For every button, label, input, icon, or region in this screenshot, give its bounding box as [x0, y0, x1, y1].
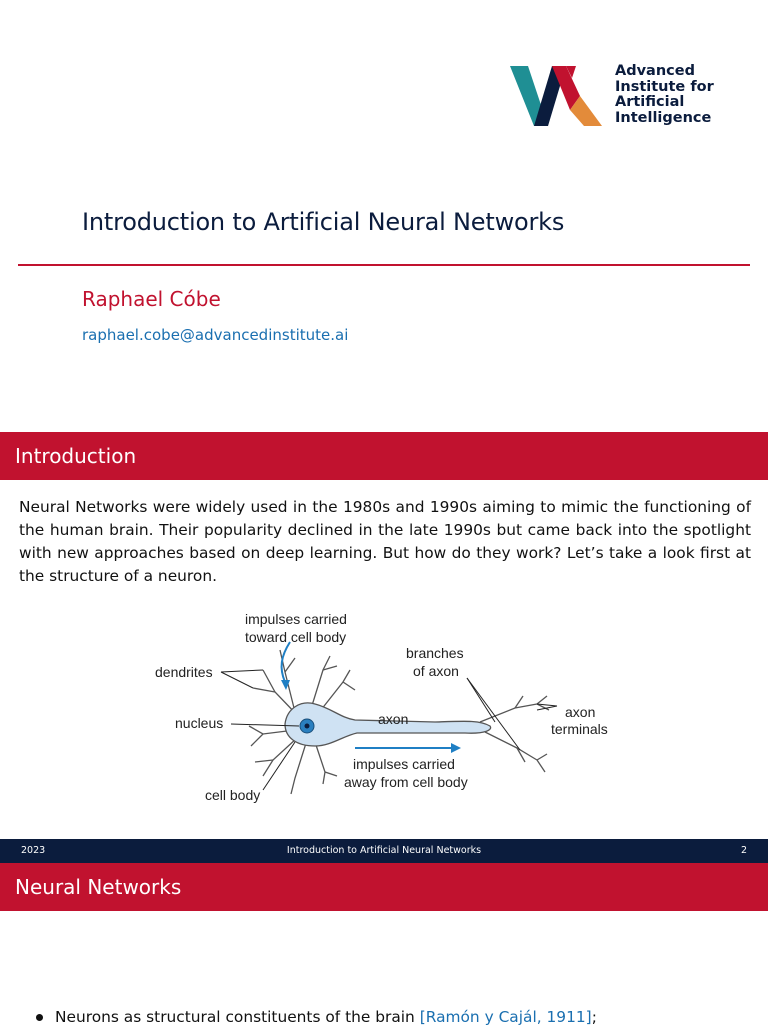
label-branches-axon: branches	[406, 645, 464, 661]
intro-paragraph: Neural Networks were widely used in the …	[19, 498, 751, 585]
footer-year: 2023	[21, 845, 46, 856]
logo-mark-icon	[510, 66, 602, 126]
label-cell-body: cell body	[205, 787, 260, 803]
logo-wordmark: Advanced Institute for Artificial Intell…	[615, 63, 714, 127]
institute-logo: Advanced Institute for Artificial Intell…	[510, 63, 725, 128]
label-axon-terminals: axon	[565, 704, 595, 720]
label-impulses-toward: toward cell body	[245, 629, 346, 645]
label-impulses-away: impulses carried	[353, 756, 455, 772]
slide-footer: 2023 Introduction to Artificial Neural N…	[0, 839, 768, 863]
section-title: Introduction	[15, 444, 137, 468]
logo-line: Institute for	[615, 78, 714, 95]
citation-link[interactable]: [Ramón y Cajál, 1911]	[419, 1008, 592, 1026]
label-leaders	[220, 669, 558, 791]
title-divider	[18, 264, 750, 266]
footer-page-number: 2	[740, 845, 747, 856]
label-axon-terminals: terminals	[551, 721, 608, 737]
presentation-title: Introduction to Artificial Neural Networ…	[82, 208, 565, 236]
label-branches-axon: of axon	[413, 663, 459, 679]
author-email-link[interactable]: raphael.cobe@advancedinstitute.ai	[82, 326, 349, 344]
label-dendrites: dendrites	[155, 664, 213, 680]
section-header-introduction: Introduction	[0, 432, 768, 480]
logo-line: Advanced	[615, 63, 695, 79]
author-name: Raphael Cóbe	[82, 287, 221, 311]
section-header-neural-networks: Neural Networks	[0, 863, 768, 911]
section-title: Neural Networks	[15, 875, 182, 899]
label-impulses-toward: impulses carried	[245, 611, 347, 627]
impulse-toward-arrow	[280, 641, 291, 683]
logo-line: Artificial	[615, 94, 685, 111]
list-item: Neurons as structural constituents of th…	[36, 1008, 597, 1026]
label-nucleus: nucleus	[175, 715, 223, 731]
cell-body-shape	[284, 702, 492, 747]
bullet-icon	[36, 1014, 43, 1021]
logo-line: Intelligence	[615, 110, 712, 127]
footer-title: Introduction to Artificial Neural Networ…	[286, 845, 482, 856]
label-impulses-away: away from cell body	[344, 774, 468, 790]
neuron-diagram: impulses carried toward cell body dendri…	[145, 600, 625, 812]
axon-terminals	[479, 695, 550, 773]
bullet-text: Neurons as structural constituents of th…	[55, 1008, 420, 1026]
bullet-tail: ;	[591, 1008, 597, 1026]
label-axon: axon	[378, 711, 408, 727]
